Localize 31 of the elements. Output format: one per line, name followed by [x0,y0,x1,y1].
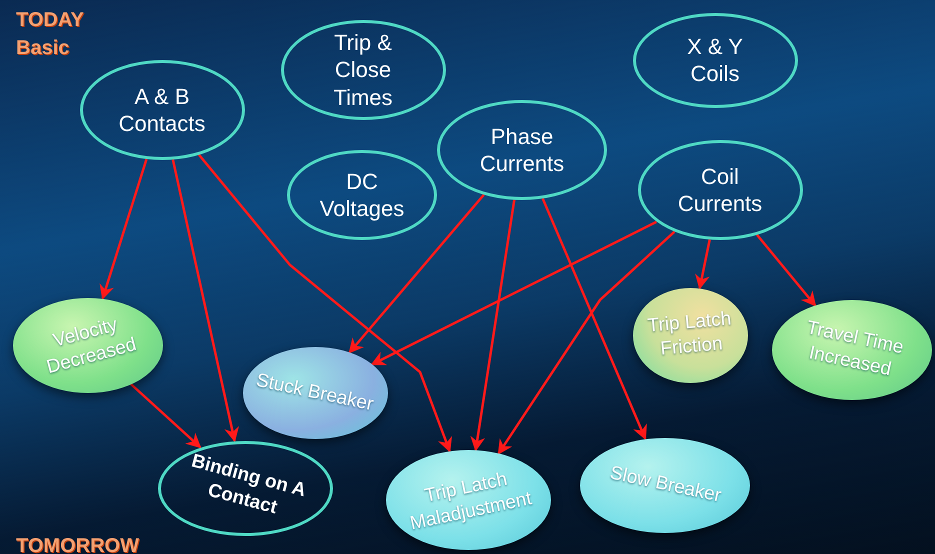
node-text: Coil Currents [676,162,764,218]
arrow [370,220,657,366]
heading-text: TODAY [16,10,84,30]
arrow [130,383,202,448]
node-text: Trip Latch Friction [645,308,733,362]
heading-text: Basic [16,38,70,58]
node-text: Phase Currents [478,122,566,178]
heading-text: TOMORROW [16,536,139,554]
arrow [756,234,816,307]
arrow [348,194,485,354]
arrow [198,154,452,453]
ellipse-node [280,20,446,120]
node-text: DC Voltages [318,168,406,222]
arrow [172,159,240,442]
node-text: A & B Contacts [118,82,206,138]
arrow [100,158,148,300]
ellipse-node [80,60,244,160]
ellipse-node [287,150,437,240]
node-text: X & Y Coils [686,32,744,88]
node-text: Stuck Breaker [254,368,376,418]
node-text: Trip & Close Times [332,28,394,112]
ellipse-node [632,12,798,108]
arrow [498,230,676,455]
arrow [695,239,711,290]
ellipse-node [158,440,332,536]
arrow [470,200,516,452]
ellipse-node [437,100,607,200]
ellipse-node [638,140,802,240]
arrow [542,198,647,440]
node-text: Travel Time Increased [803,316,906,382]
node-text: Slow Breaker [607,462,723,508]
